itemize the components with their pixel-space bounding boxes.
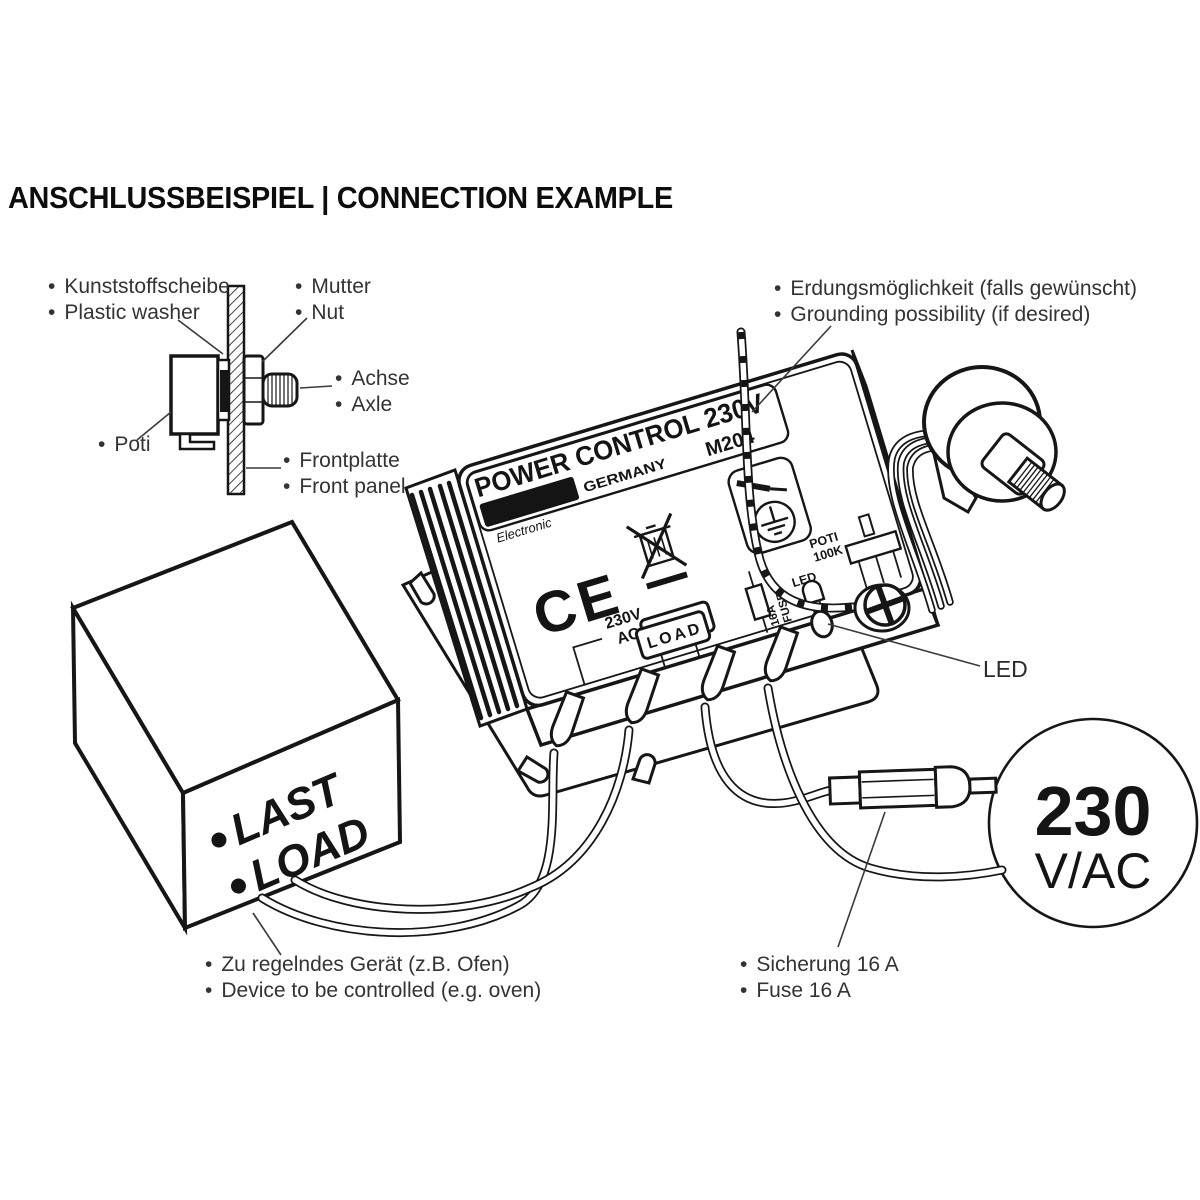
poti-legs xyxy=(178,432,216,451)
callout-grounding: •Erdungsmöglichkeit (falls gewünscht) •G… xyxy=(774,277,1138,326)
ground-wire xyxy=(736,327,857,613)
load-terminal-symbol: LOAD xyxy=(634,600,716,668)
load-wires xyxy=(257,725,634,938)
heatsink-fins xyxy=(409,480,520,721)
nut xyxy=(242,354,265,426)
mains-wires xyxy=(700,683,1007,882)
external-poti xyxy=(922,365,1066,515)
mains-voltage: 230 xyxy=(1035,772,1152,850)
kemo-logo-block xyxy=(479,476,580,527)
poti-print-symbol: POTI 100K xyxy=(808,513,903,589)
heatsink xyxy=(404,468,529,728)
callout-fuse: •Sicherung 16 A •Fuse 16 A xyxy=(740,953,899,1002)
callout-poti: •Poti xyxy=(98,433,151,456)
plate-keyhole-slot xyxy=(408,570,436,606)
callout-nut: •Mutter •Nut xyxy=(295,275,371,324)
label-plate xyxy=(466,383,790,532)
weee-crossed-bin-icon xyxy=(625,512,688,590)
leader-lines xyxy=(136,317,981,956)
led-print-symbol: LED xyxy=(790,569,826,615)
axle-shaft xyxy=(261,372,299,408)
svg-text:16A: 16A xyxy=(765,604,783,628)
plate-keyhole-slot xyxy=(631,753,657,785)
print-ac: AC xyxy=(615,625,642,648)
load-box-text: LAST LOAD xyxy=(211,764,377,901)
callout-controlled-device: •Zu regelndes Gerät (z.B. Ofen) •Device … xyxy=(205,953,542,1002)
mains-supply-circle: 230 V/AC xyxy=(987,717,1199,929)
callout-washer: •Kunststoffscheibe •Plastic washer xyxy=(48,275,230,324)
front-panel-section xyxy=(226,284,246,496)
callout-front-panel: •Frontplatte •Front panel xyxy=(283,449,406,498)
mains-unit: V/AC xyxy=(1035,843,1152,899)
page-title: ANSCHLUSSBEISPIEL | CONNECTION EXAMPLE xyxy=(8,180,673,215)
fuse-holder xyxy=(827,765,998,810)
poti-body xyxy=(169,354,220,436)
callout-axle: •Achse •Axle xyxy=(335,367,410,416)
plate-keyhole-slot xyxy=(515,754,550,784)
callout-led: LED xyxy=(983,656,1028,682)
load-device-box: LAST LOAD xyxy=(70,519,403,936)
poti-mount-section xyxy=(169,284,299,496)
faston-terminals xyxy=(549,625,800,748)
poti-shaft xyxy=(1006,456,1066,512)
phillips-cross-icon xyxy=(865,585,905,625)
ground-screw xyxy=(853,583,911,633)
